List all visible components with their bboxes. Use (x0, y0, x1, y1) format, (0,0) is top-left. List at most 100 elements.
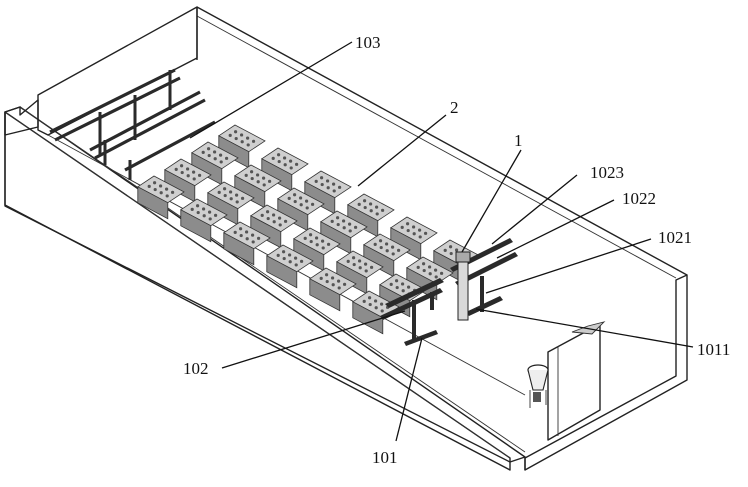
module-cell-cap (273, 220, 276, 223)
module-cell-cap (331, 276, 334, 279)
label-1011: 1011 (697, 340, 730, 359)
module-cell-cap (380, 246, 383, 249)
module-cell-cap (272, 213, 275, 216)
module-cell-cap (165, 188, 168, 191)
module-cell-cap (153, 181, 156, 184)
module-cell-cap (290, 166, 293, 169)
leader-101 (396, 338, 422, 441)
module-cell-cap (246, 237, 249, 240)
module-cell-cap (261, 214, 264, 217)
module-cell-cap (284, 220, 287, 223)
module-cell-cap (294, 257, 297, 260)
module-cell-cap (418, 229, 421, 232)
module-cell-cap (282, 250, 285, 253)
module-cell-cap (159, 184, 162, 187)
module-cell-cap (187, 174, 190, 177)
module-cell-cap (440, 272, 443, 275)
module-cell-cap (251, 177, 254, 180)
module-cell-cap (370, 209, 373, 212)
module-cell-cap (321, 183, 324, 186)
module-cell-cap (381, 309, 384, 312)
module-cell-cap (240, 234, 243, 237)
module-cell-cap (293, 193, 296, 196)
module-cell-cap (229, 190, 232, 193)
leader-lines (190, 42, 693, 441)
module-cell-cap (428, 265, 431, 268)
module-cell-cap (272, 157, 275, 160)
hopper-outlet (533, 392, 541, 402)
module-cell-cap (376, 212, 379, 215)
module-cell-cap (370, 266, 373, 269)
module-cell-cap (304, 237, 307, 240)
module-cell-cap (305, 200, 308, 203)
module-cell-cap (288, 197, 291, 200)
module-cell-cap (380, 303, 383, 306)
module-cell-cap (263, 183, 266, 186)
module-cell-cap (385, 242, 388, 245)
module-cell-cap (218, 191, 221, 194)
module-cell-cap (353, 263, 356, 266)
module-cell-cap (349, 229, 352, 232)
module-cell-cap (252, 140, 255, 143)
module-cell-cap (424, 232, 427, 235)
module-cell-cap (268, 180, 271, 183)
rack-beam (95, 100, 205, 158)
module-cell-cap (422, 262, 425, 265)
module-cell-cap (225, 157, 228, 160)
left-wall (5, 100, 38, 135)
module-cell-cap (375, 206, 378, 209)
module-cell-cap (198, 174, 201, 177)
module-cell-cap (310, 240, 313, 243)
module-cell-cap (257, 180, 260, 183)
module-cell-cap (266, 210, 269, 213)
module-cell-cap (320, 277, 323, 280)
label-101: 101 (372, 448, 398, 467)
label-102: 102 (183, 359, 209, 378)
module-cell-cap (289, 160, 292, 163)
module-cell-cap (223, 187, 226, 190)
module-cell-cap (338, 186, 341, 189)
module-cell-cap (392, 252, 395, 255)
module-cell-cap (256, 173, 259, 176)
module-cell-cap (435, 275, 438, 278)
label-1021: 1021 (658, 228, 692, 247)
front-rack-post-1 (412, 300, 416, 342)
module-cell-cap (365, 269, 368, 272)
module-cell-cap (207, 147, 210, 150)
leader-1023 (492, 175, 577, 244)
module-cell-cap (412, 225, 415, 228)
module-cell-cap (214, 214, 217, 217)
module-cell-cap (294, 200, 297, 203)
module-cell-cap (391, 246, 394, 249)
module-cell-cap (320, 176, 323, 179)
module-cell-cap (363, 199, 366, 202)
module-cell-cap (369, 202, 372, 205)
module-cell-cap (316, 243, 319, 246)
module-cell-cap (192, 171, 195, 174)
module-cell-cap (450, 252, 453, 255)
module-cell-cap (230, 197, 233, 200)
module-cell-cap (395, 279, 398, 282)
module-cell-cap (338, 286, 341, 289)
module-cell-cap (175, 168, 178, 171)
module-cell-cap (374, 299, 377, 302)
module-cell-cap (327, 186, 330, 189)
module-cell-cap (364, 206, 367, 209)
module-cell-cap (196, 204, 199, 207)
module-cell-cap (267, 217, 270, 220)
leader-102 (222, 311, 405, 368)
module-cell-cap (283, 257, 286, 260)
module-cell-cap (289, 260, 292, 263)
module-cell-cap (396, 286, 399, 289)
module-cell-cap (277, 153, 280, 156)
module-cell-cap (337, 223, 340, 226)
module-cell-cap (193, 177, 196, 180)
module-cell-cap (180, 164, 183, 167)
module-cell-cap (235, 137, 238, 140)
module-cell-cap (224, 194, 227, 197)
module-cell-cap (386, 249, 389, 252)
module-cell-cap (379, 239, 382, 242)
module-cell-cap (234, 130, 237, 133)
module-cell-cap (348, 223, 351, 226)
leader-2 (358, 115, 446, 186)
